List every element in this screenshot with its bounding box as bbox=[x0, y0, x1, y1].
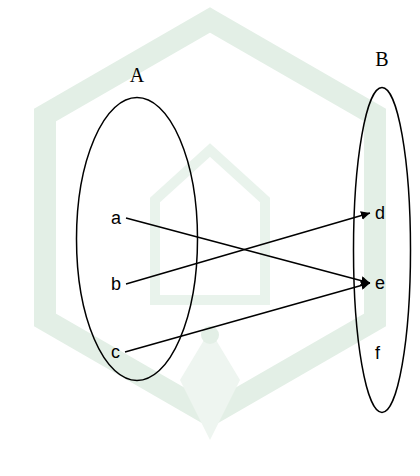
set-name: A bbox=[75, 62, 199, 88]
set-element: b bbox=[108, 272, 124, 296]
element-label: f bbox=[372, 341, 383, 365]
set-element: e bbox=[372, 271, 388, 295]
element-label: a bbox=[108, 206, 124, 230]
element-label: e bbox=[372, 271, 388, 295]
element-label: d bbox=[372, 201, 388, 225]
set-element: d bbox=[372, 201, 388, 225]
mapping-arrow bbox=[126, 213, 370, 284]
set-element: a bbox=[108, 206, 124, 230]
element-label: b bbox=[108, 272, 124, 296]
set-name: B bbox=[352, 46, 412, 72]
ellipse-outline bbox=[352, 86, 412, 414]
set-ellipse: Aa b c bbox=[75, 62, 199, 382]
set-element: c bbox=[108, 340, 123, 364]
set-element: f bbox=[372, 341, 383, 365]
set-ellipse: Bd e f bbox=[352, 46, 412, 414]
element-label: c bbox=[108, 340, 123, 364]
mapping-arrow bbox=[126, 218, 370, 283]
mapping-arrow bbox=[125, 283, 370, 352]
ellipse-outline bbox=[75, 96, 199, 382]
